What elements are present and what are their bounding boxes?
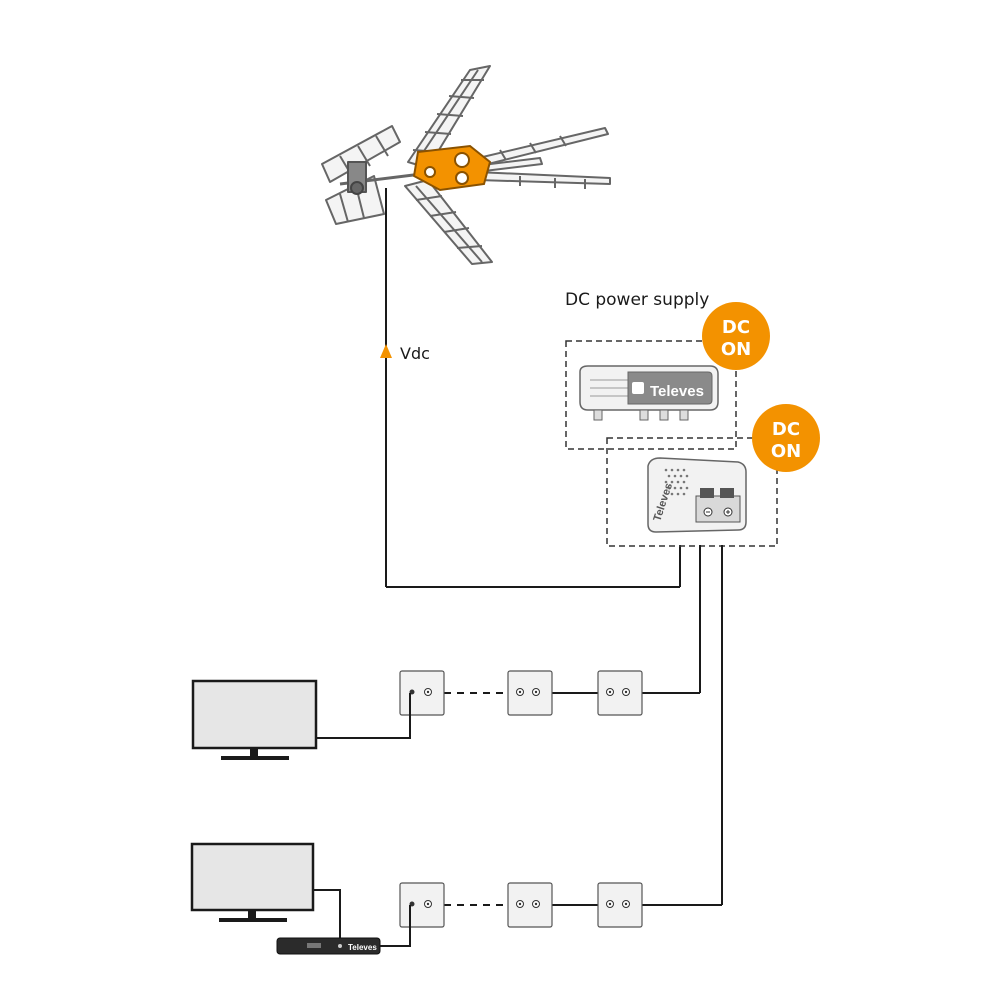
antenna-dipole-icon xyxy=(412,144,492,192)
svg-text:ON: ON xyxy=(721,339,751,360)
wall-outlet-icon xyxy=(597,670,643,716)
vdc-line xyxy=(385,188,681,588)
tv-icon xyxy=(190,842,315,922)
vdc-arrow-icon xyxy=(380,344,392,358)
tv-cable xyxy=(316,693,411,739)
wall-outlet-icon xyxy=(399,882,445,928)
coax-lines xyxy=(642,545,723,906)
stb-cable xyxy=(380,905,411,947)
set-top-box-icon: Televes xyxy=(276,937,381,955)
wall-outlet-icon xyxy=(597,882,643,928)
power-supply-title: DC power supply xyxy=(565,290,709,310)
dc-on-badge: DC ON xyxy=(752,404,820,472)
vdc-label: Vdc xyxy=(400,344,430,363)
amplifier-brand: Televes xyxy=(650,383,704,400)
set-top-box-brand: Televes xyxy=(348,943,377,952)
antenna-icon xyxy=(321,65,611,265)
dc-on-badge: DC ON xyxy=(702,302,770,370)
svg-text:DC: DC xyxy=(772,419,800,440)
svg-text:DC: DC xyxy=(722,317,750,338)
amplifier-box xyxy=(565,340,737,450)
tv-icon xyxy=(191,679,318,760)
power-supply-icon: Televes xyxy=(647,457,747,533)
wall-outlet-icon xyxy=(399,670,445,716)
power-supply-box xyxy=(606,437,778,547)
wall-outlet-icon xyxy=(507,882,553,928)
svg-text:ON: ON xyxy=(771,441,801,462)
wall-outlet-icon xyxy=(507,670,553,716)
amplifier-icon: Televes xyxy=(579,365,719,421)
tv-to-stb-cable xyxy=(313,889,341,938)
